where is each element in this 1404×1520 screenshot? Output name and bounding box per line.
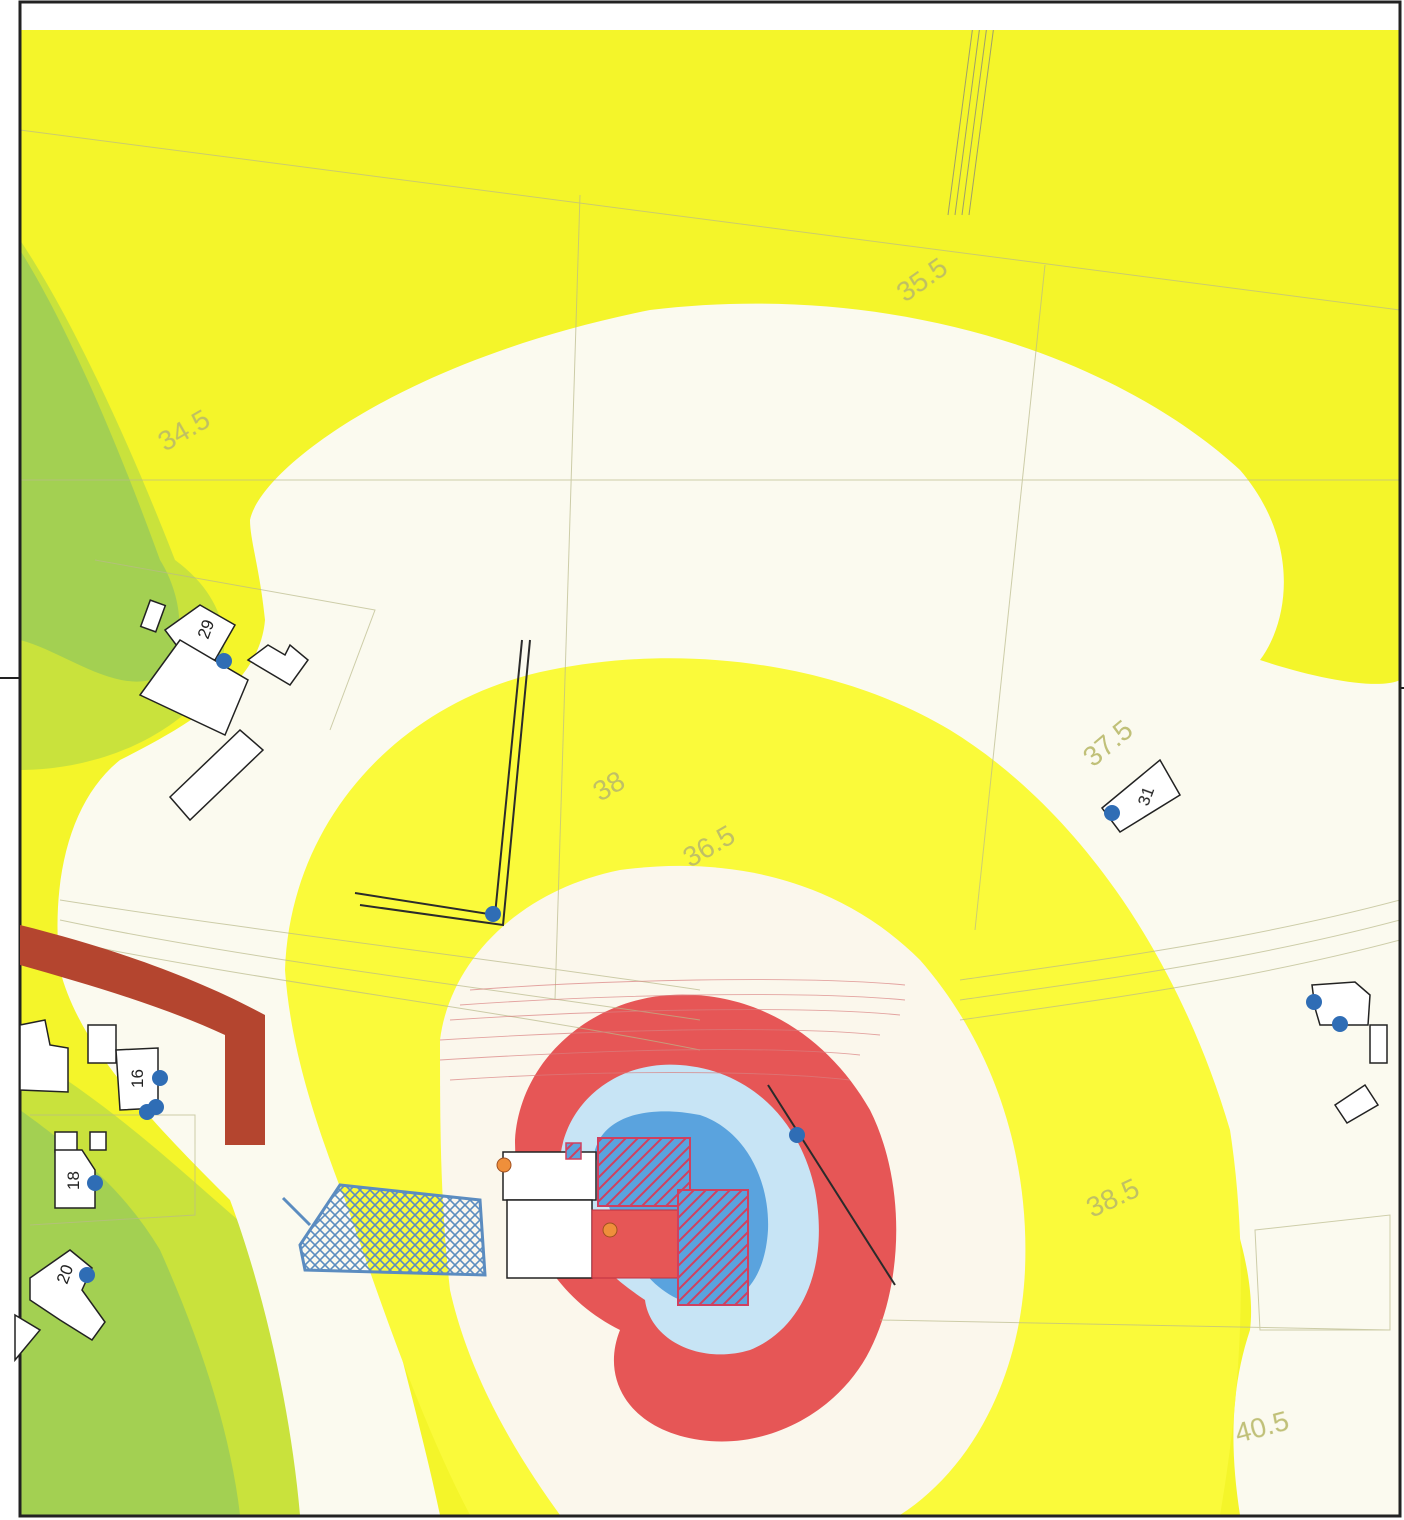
building-central-a: [502, 1151, 597, 1201]
map-border: [18, 0, 1402, 1518]
building-label: 16: [128, 1069, 147, 1088]
hatched-building-a: [597, 1137, 691, 1207]
building-central-b: [506, 1199, 593, 1279]
receiver-point: [1332, 1016, 1348, 1032]
receiver-point: [1306, 994, 1322, 1010]
building-label: 18: [64, 1171, 83, 1190]
top-margin: [0, 0, 1404, 30]
building-central-red: [591, 1209, 685, 1279]
contour-band-34-inner: [20, 250, 180, 682]
receiver-point: [152, 1070, 168, 1086]
contour-band-34-lower-inner: [20, 1110, 240, 1515]
receiver-point: [79, 1267, 95, 1283]
contour-band-37: [57, 303, 1400, 1515]
receiver-point: [87, 1175, 103, 1191]
hatched-area-leader: [281, 1196, 312, 1227]
terrain-lines-red: [439, 979, 906, 1081]
source-points: [496, 1157, 618, 1238]
receiver-point: [485, 906, 501, 922]
road-lines: [947, 9, 997, 216]
receiver-point: [789, 1127, 805, 1143]
hatched-area: [298, 1183, 487, 1277]
hatched-building-b: [677, 1189, 749, 1306]
hatched-building-c: [565, 1142, 582, 1160]
source-point: [602, 1222, 618, 1238]
receiver-point: [1104, 805, 1120, 821]
receiver-point: [148, 1099, 164, 1115]
receiver-points: [79, 653, 1348, 1283]
noise-barrier: [20, 925, 265, 1145]
cadastre-lines: [19, 129, 1401, 1331]
source-point: [496, 1157, 512, 1173]
receiver-point: [216, 653, 232, 669]
